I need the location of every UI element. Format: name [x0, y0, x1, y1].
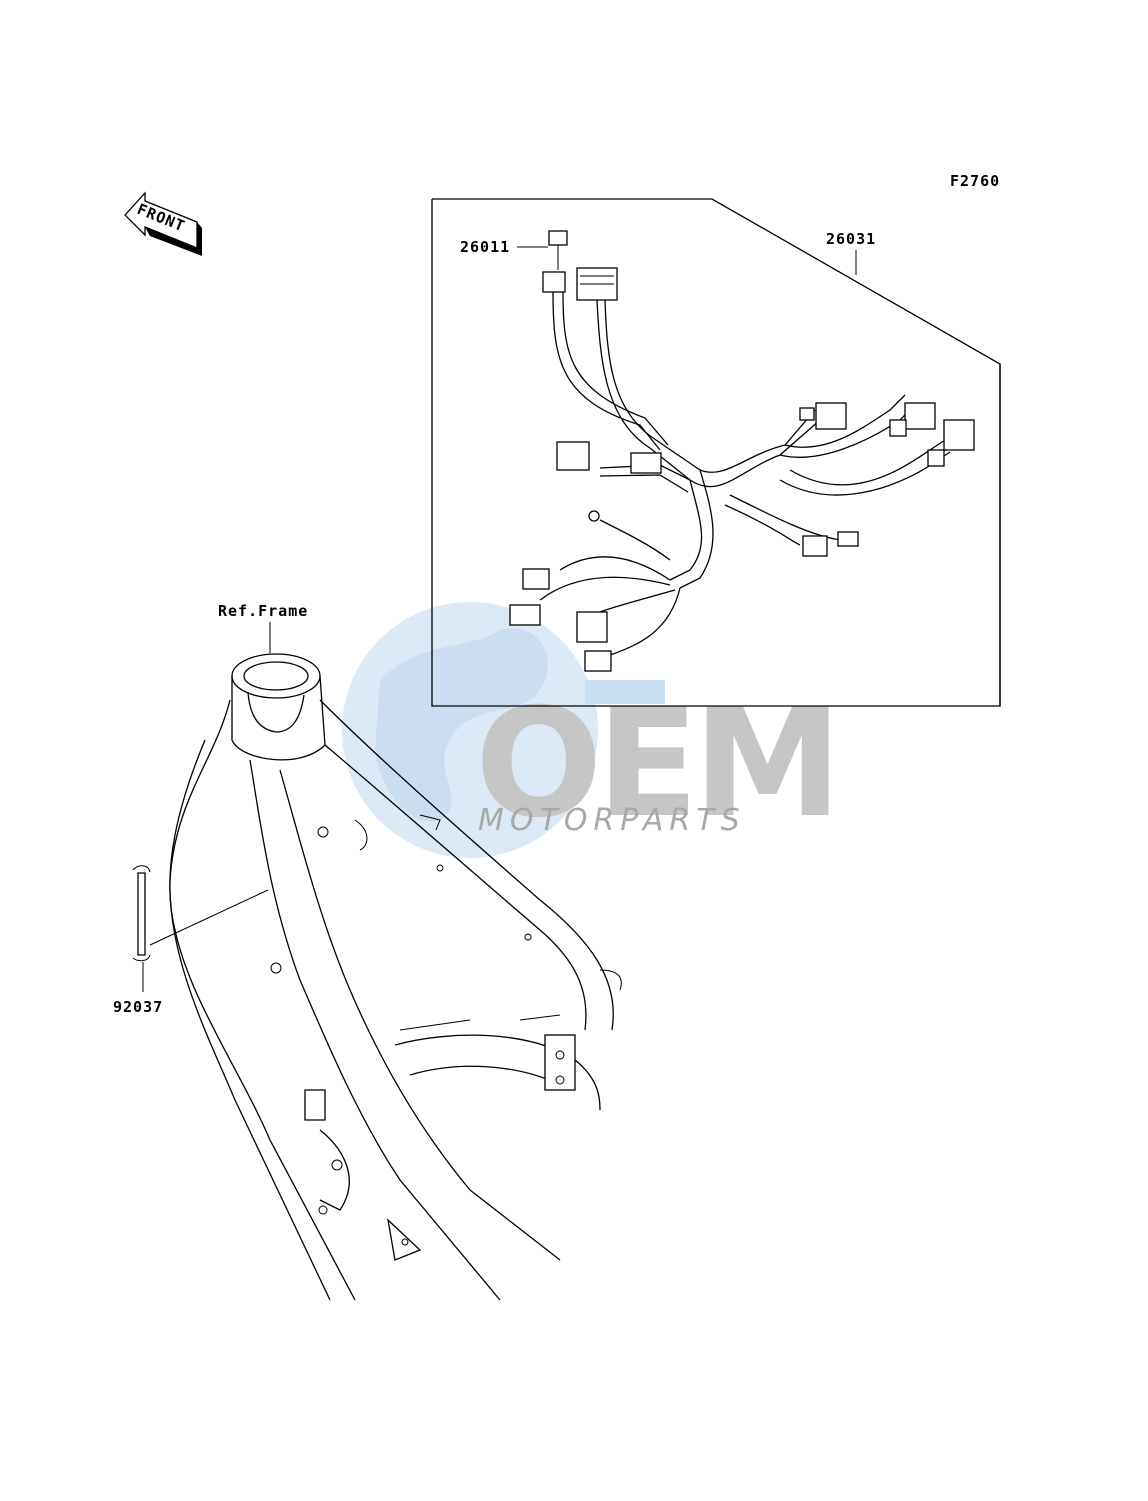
- frame-bracket: [544, 1034, 576, 1091]
- terminal-r5: [837, 531, 859, 547]
- callout-26011: 26011: [460, 238, 510, 256]
- figure-code: F2760: [950, 172, 1000, 190]
- ring-terminal: [588, 510, 600, 522]
- clamp-92037: [132, 865, 269, 992]
- watermark-continents: [375, 628, 548, 822]
- watermark-accent: [585, 680, 665, 704]
- wiring-harness: [509, 230, 975, 672]
- connector-26011: [548, 230, 568, 246]
- steering-head: [231, 653, 321, 699]
- connector-r3: [943, 419, 975, 451]
- connector-l3: [509, 604, 541, 626]
- connector-l4: [576, 611, 608, 643]
- connector-r4: [802, 535, 828, 557]
- callout-26031: 26031: [826, 230, 876, 248]
- connector-r2: [904, 402, 936, 430]
- watermark-tagline: MOTORPARTS: [478, 803, 746, 838]
- front-arrow-icon: FRONT: [124, 191, 202, 256]
- ref-frame-label: Ref.Frame: [218, 602, 308, 620]
- top-connector-left: [542, 271, 566, 293]
- motorcycle-frame: [169, 653, 622, 1301]
- connector-l1: [556, 441, 590, 471]
- harness-box: [431, 198, 1001, 707]
- connector-l5: [584, 650, 612, 672]
- connector-r1: [815, 402, 847, 430]
- callout-92037: 92037: [113, 998, 163, 1016]
- connector-l2: [522, 568, 550, 590]
